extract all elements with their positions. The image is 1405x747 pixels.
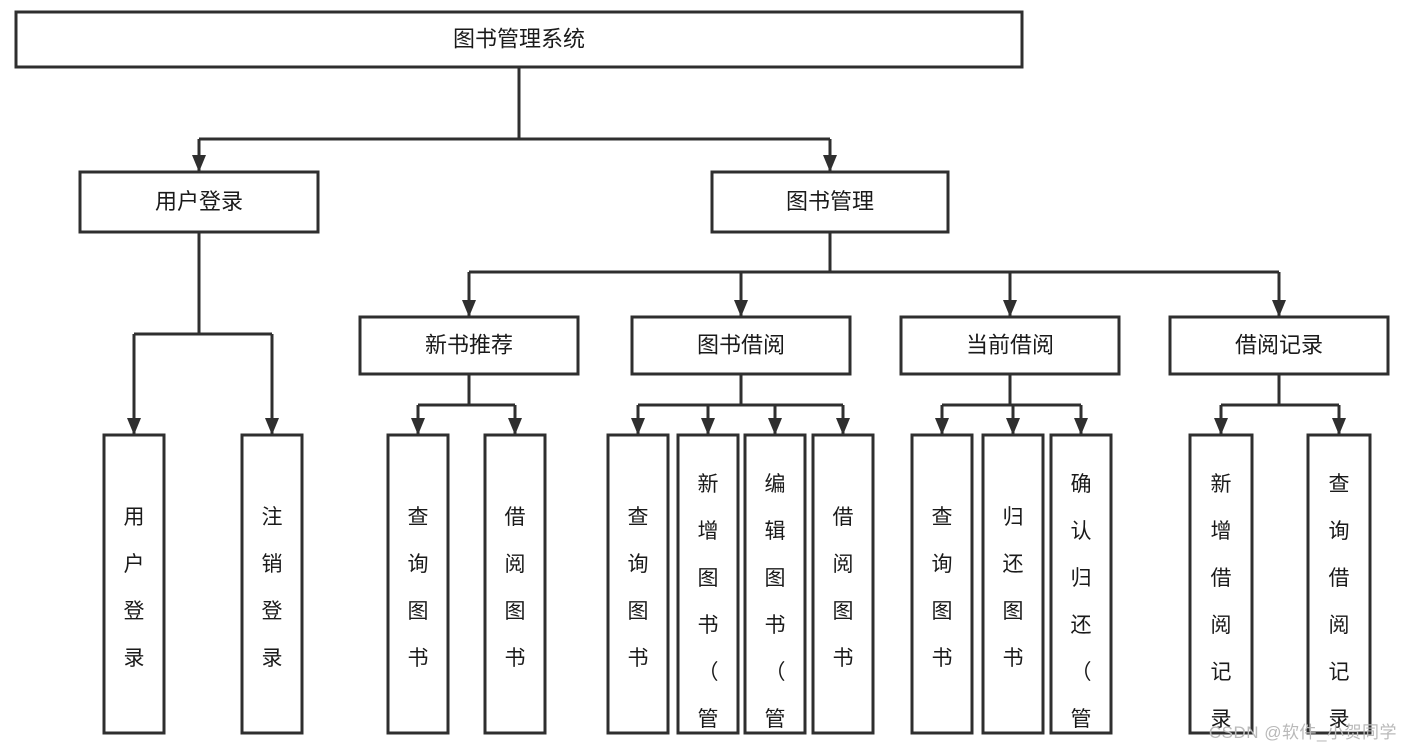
- node-new-book-recommend-label: 新书推荐: [425, 332, 513, 357]
- arrow-to-user-login: [192, 155, 206, 172]
- leaf-leaf-query-book-3-label: 查询图书: [932, 506, 953, 670]
- arrow-to-current-borrow: [1003, 300, 1017, 317]
- leaf-leaf-return-book-rect[interactable]: [981, 433, 1045, 735]
- leaf-leaf-edit-book-label: 编辑图书（管理员）: [765, 473, 786, 747]
- leaf-leaf-query-record[interactable]: 查询借阅记录: [1306, 433, 1372, 735]
- arrow-to-leaf-user-login: [127, 418, 141, 435]
- node-book-management[interactable]: 图书管理: [710, 170, 950, 234]
- leaf-leaf-borrow-book-2-label: 借阅图书: [833, 506, 854, 670]
- arrow-to-leaf-confirm-return: [1074, 418, 1088, 435]
- arrow-to-leaf-user-logout: [265, 418, 279, 435]
- node-current-borrow-label: 当前借阅: [966, 332, 1054, 357]
- leaf-leaf-user-logout[interactable]: 注销登录: [240, 433, 304, 735]
- leaf-leaf-user-logout-label: 注销登录: [262, 506, 283, 670]
- leaf-leaf-add-record-rect[interactable]: [1188, 433, 1254, 735]
- leaf-leaf-add-book-rect[interactable]: [676, 433, 740, 735]
- leaf-leaf-add-book-label: 新增图书（管理员）: [698, 473, 719, 747]
- arrow-to-leaf-add-record: [1214, 418, 1228, 435]
- node-book-borrow[interactable]: 图书借阅: [630, 315, 852, 376]
- node-borrow-record[interactable]: 借阅记录: [1168, 315, 1390, 376]
- arrow-to-leaf-query-record: [1332, 418, 1346, 435]
- node-user-login-rect[interactable]: [78, 170, 320, 234]
- arrow-to-leaf-add-book: [701, 418, 715, 435]
- connector-layer: [127, 67, 1346, 435]
- leaf-leaf-user-login-rect[interactable]: [102, 433, 166, 735]
- leaf-leaf-confirm-return[interactable]: 确认归还（管理员）: [1049, 433, 1113, 747]
- arrow-to-book-management: [823, 155, 837, 172]
- leaf-leaf-borrow-book-1-rect[interactable]: [483, 433, 547, 735]
- node-layer: 图书管理系统用户登录图书管理新书推荐图书借阅当前借阅借阅记录用户登录注销登录查询…: [14, 10, 1390, 747]
- arrow-to-leaf-query-book-3: [935, 418, 949, 435]
- leaf-leaf-query-book-3[interactable]: 查询图书: [910, 433, 974, 735]
- arrow-to-leaf-borrow-book-1: [508, 418, 522, 435]
- leaf-leaf-add-record-label: 新增借阅记录: [1211, 473, 1232, 731]
- node-user-login-label: 用户登录: [155, 189, 243, 214]
- leaf-leaf-query-book-1-rect[interactable]: [386, 433, 450, 735]
- node-borrow-record-rect[interactable]: [1168, 315, 1390, 376]
- node-book-borrow-label: 图书借阅: [697, 332, 785, 357]
- leaf-leaf-query-book-3-rect[interactable]: [910, 433, 974, 735]
- arrow-to-book-borrow: [734, 300, 748, 317]
- node-book-borrow-rect[interactable]: [630, 315, 852, 376]
- node-new-book-recommend-rect[interactable]: [358, 315, 580, 376]
- leaf-leaf-query-record-rect[interactable]: [1306, 433, 1372, 735]
- leaf-leaf-borrow-book-1[interactable]: 借阅图书: [483, 433, 547, 735]
- leaf-leaf-query-book-1-label: 查询图书: [408, 506, 429, 670]
- node-current-borrow[interactable]: 当前借阅: [899, 315, 1121, 376]
- leaf-leaf-query-book-2-label: 查询图书: [628, 506, 649, 670]
- leaf-leaf-query-record-label: 查询借阅记录: [1329, 473, 1350, 731]
- leaf-leaf-borrow-book-1-label: 借阅图书: [505, 506, 526, 670]
- node-user-login[interactable]: 用户登录: [78, 170, 320, 234]
- arrow-to-borrow-record: [1272, 300, 1286, 317]
- arrow-to-leaf-query-book-2: [631, 418, 645, 435]
- leaf-leaf-user-login-label: 用户登录: [124, 506, 145, 670]
- leaf-leaf-edit-book[interactable]: 编辑图书（管理员）: [743, 433, 807, 747]
- arrow-to-new-book-recommend: [462, 300, 476, 317]
- leaf-leaf-return-book[interactable]: 归还图书: [981, 433, 1045, 735]
- node-book-management-rect[interactable]: [710, 170, 950, 234]
- node-root[interactable]: 图书管理系统: [14, 10, 1024, 69]
- arrow-to-leaf-query-book-1: [411, 418, 425, 435]
- leaf-leaf-confirm-return-label: 确认归还（管理员）: [1071, 473, 1092, 747]
- arrow-to-leaf-borrow-book-2: [836, 418, 850, 435]
- node-borrow-record-label: 借阅记录: [1235, 332, 1323, 357]
- leaf-leaf-add-book[interactable]: 新增图书（管理员）: [676, 433, 740, 747]
- leaf-leaf-query-book-1[interactable]: 查询图书: [386, 433, 450, 735]
- leaf-leaf-query-book-2-rect[interactable]: [606, 433, 670, 735]
- leaf-leaf-return-book-label: 归还图书: [1003, 506, 1024, 670]
- node-root-label: 图书管理系统: [453, 26, 585, 51]
- leaf-leaf-add-record[interactable]: 新增借阅记录: [1188, 433, 1254, 735]
- node-current-borrow-rect[interactable]: [899, 315, 1121, 376]
- leaf-leaf-user-login[interactable]: 用户登录: [102, 433, 166, 735]
- arrow-to-leaf-return-book: [1006, 418, 1020, 435]
- leaf-leaf-borrow-book-2-rect[interactable]: [811, 433, 875, 735]
- leaf-leaf-edit-book-rect[interactable]: [743, 433, 807, 735]
- node-new-book-recommend[interactable]: 新书推荐: [358, 315, 580, 376]
- leaf-leaf-query-book-2[interactable]: 查询图书: [606, 433, 670, 735]
- leaf-leaf-confirm-return-rect[interactable]: [1049, 433, 1113, 735]
- leaf-leaf-borrow-book-2[interactable]: 借阅图书: [811, 433, 875, 735]
- node-root-rect[interactable]: [14, 10, 1024, 69]
- node-book-management-label: 图书管理: [786, 189, 874, 214]
- leaf-leaf-user-logout-rect[interactable]: [240, 433, 304, 735]
- arrow-to-leaf-edit-book: [768, 418, 782, 435]
